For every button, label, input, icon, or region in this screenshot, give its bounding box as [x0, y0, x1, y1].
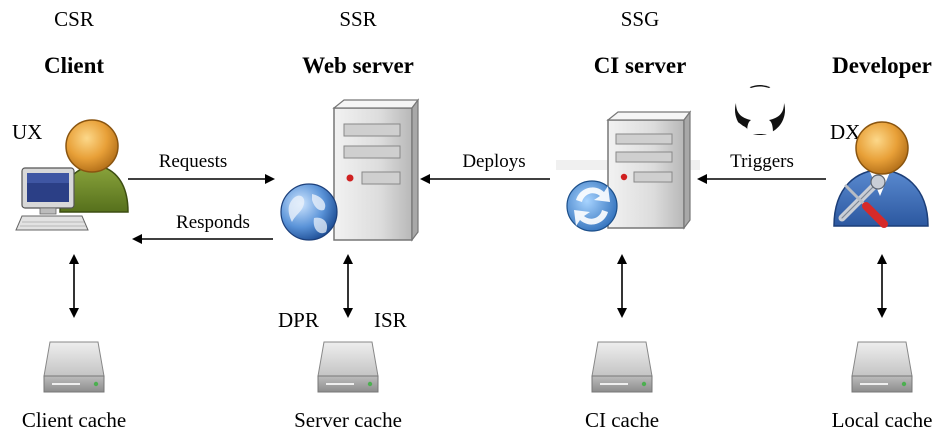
hard-drive-icon [43, 341, 105, 393]
dx-label: DX [830, 120, 861, 144]
dpr-label: DPR [278, 308, 319, 332]
mode-label-ssg: SSG [620, 7, 660, 31]
cache-label-client: Client cache [21, 408, 127, 432]
column-title-ci-server: CI server [593, 53, 687, 78]
cache-label-local: Local cache [831, 408, 933, 432]
isr-label: ISR [374, 308, 407, 332]
column-title-client: Client [43, 53, 105, 78]
server-refresh-icon [556, 110, 700, 232]
column-title-developer: Developer [832, 53, 932, 78]
cache-label-ci: CI cache [584, 408, 660, 432]
requests-label: Requests [158, 151, 228, 172]
deploys-label: Deploys [462, 151, 526, 172]
github-icon [735, 84, 785, 136]
hard-drive-icon [591, 341, 653, 393]
ux-label: UX [12, 120, 43, 144]
user-tools-icon [833, 121, 929, 228]
hard-drive-icon [317, 341, 379, 393]
cache-label-server: Server cache [294, 408, 402, 432]
server-globe-icon [280, 98, 420, 242]
column-title-web-server: Web server [302, 53, 414, 78]
triggers-label: Triggers [730, 151, 794, 172]
mode-label-csr: CSR [54, 7, 94, 31]
user-computer-icon [15, 119, 129, 231]
hard-drive-icon [851, 341, 913, 393]
responds-label: Responds [176, 212, 250, 233]
mode-label-ssr: SSR [339, 7, 377, 31]
